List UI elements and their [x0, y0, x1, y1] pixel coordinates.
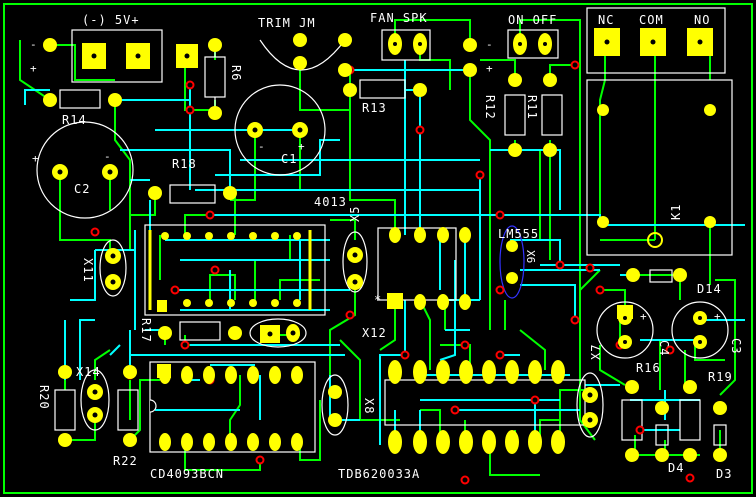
polarity-plus-c1: +: [298, 140, 305, 153]
silkscreen: [36, 7, 733, 453]
label-x14: X14: [76, 365, 101, 379]
label-on-off: ON OFF: [508, 13, 557, 27]
label-r12: R12: [483, 95, 497, 120]
polarity-minus-c1: -: [258, 140, 265, 153]
label-r19: R19: [708, 370, 733, 384]
label-d4: D4: [668, 461, 684, 475]
r14-body: [59, 89, 101, 109]
label-x7: X7: [589, 344, 603, 360]
top-traces: [24, 60, 745, 445]
label-cd4093: CD4093BCN: [150, 467, 224, 481]
relay-header-outline: [586, 7, 726, 74]
r19-body: [679, 399, 701, 441]
label-power-header: (-) 5V+: [82, 13, 140, 27]
d4-body: [655, 424, 669, 446]
d3-body: [713, 424, 727, 446]
c4-outline: [596, 301, 654, 359]
r18-body: [169, 184, 216, 204]
label-trim: TRIM JM: [258, 16, 316, 30]
labels: (-) 5V+ TRIM JM FAN SPK ON OFF NC COM NO…: [30, 11, 743, 481]
polarity-plus-power: +: [30, 62, 37, 75]
polarity-minus-c2: -: [104, 150, 111, 163]
label-r13: R13: [362, 101, 387, 115]
r13-body: [359, 79, 406, 99]
label-r17: R17: [139, 318, 153, 343]
label-com: COM: [639, 13, 664, 27]
label-c3: C3: [729, 338, 743, 354]
label-ic4013: 4013: [314, 195, 347, 209]
label-c1: C1: [281, 152, 297, 166]
label-k1: K1: [669, 204, 683, 220]
label-x12: X12: [362, 326, 387, 340]
label-d14: D14: [697, 282, 722, 296]
label-fan-spk: FAN SPK: [370, 11, 428, 25]
power-header-outline: [71, 29, 163, 83]
ic4013-pins: [161, 232, 301, 307]
drill-holes: [57, 39, 703, 423]
x12-outline: [249, 318, 307, 348]
x14-outline: [80, 369, 110, 431]
label-x8: X8: [362, 398, 376, 414]
x11-outline: [99, 239, 127, 297]
label-tdb: TDB620033A: [338, 467, 420, 481]
r20-body: [54, 389, 76, 431]
on-off-outline: [507, 29, 559, 59]
bottom-traces: [19, 19, 736, 476]
x5-outline: [342, 231, 368, 293]
label-x11: X11: [81, 258, 95, 283]
label-r16: R16: [636, 361, 661, 375]
label-no: NO: [694, 13, 710, 27]
k1-coil-pad: [647, 232, 663, 248]
label-lm555: LM555: [498, 227, 539, 241]
polarity-minus-fan: -: [486, 38, 493, 51]
polarity-plus-fan: +: [486, 62, 493, 75]
polarity-plus-c4: +: [640, 310, 647, 323]
pads: [43, 28, 727, 462]
polarity-plus-c3: +: [714, 310, 721, 323]
fan-spk-outline: [381, 29, 431, 61]
x6-outline: [499, 225, 525, 299]
d14-body: [649, 269, 673, 283]
polarity-plus-c2: +: [32, 152, 39, 165]
label-d3: D3: [716, 467, 732, 481]
x8-outline: [321, 374, 349, 436]
r22-body: [117, 389, 139, 431]
label-nc: NC: [598, 13, 614, 27]
c1-outline: [234, 84, 326, 176]
label-r14: R14: [62, 113, 87, 127]
label-r11: R11: [525, 95, 539, 120]
oval-pads: [159, 33, 565, 454]
r12-body: [504, 94, 526, 136]
r11-body: [541, 94, 563, 136]
c2-outline: [36, 121, 134, 219]
label-x5: X5: [348, 206, 362, 222]
label-r20: R20: [37, 385, 51, 410]
relay-body: [586, 79, 733, 256]
trim-outline: [259, 39, 346, 71]
label-r6: R6: [229, 65, 243, 81]
r16-body: [621, 399, 643, 441]
polarity-minus-power: -: [30, 38, 37, 51]
ic4013-outline: [144, 224, 326, 316]
x7-outline: [576, 372, 604, 438]
label-x6: X6: [524, 250, 537, 263]
lm555-pin1-marker: *: [374, 293, 382, 307]
label-c4: C4: [657, 340, 671, 356]
r17-body: [179, 321, 221, 341]
label-r22: R22: [113, 454, 138, 468]
label-r18: R18: [172, 157, 197, 171]
c3-outline: [671, 301, 729, 359]
label-c2: C2: [74, 182, 90, 196]
